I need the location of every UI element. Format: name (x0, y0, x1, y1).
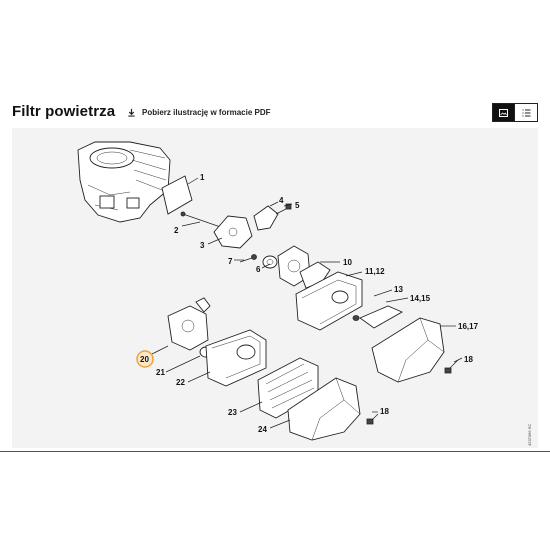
callout-23: 23 (228, 408, 237, 417)
callout-20: 20 (140, 355, 149, 364)
callout-11-12: 11,12 (365, 267, 385, 276)
page-title: Filtr powietrza (12, 103, 116, 120)
callout-22: 22 (176, 378, 185, 387)
download-pdf-label: Pobierz ilustrację w formacie PDF (142, 108, 271, 117)
download-pdf-link[interactable]: Pobierz ilustrację w formacie PDF (127, 108, 270, 117)
callout-labels: 1 2 3 4 5 6 7 10 11,12 13 14,15 16,17 18… (140, 173, 479, 434)
part-flange (299, 261, 331, 289)
highlight-circle (136, 350, 154, 368)
callout-21: 21 (156, 368, 165, 377)
callout-18-lower: 18 (380, 407, 389, 416)
callout-10: 10 (343, 258, 352, 267)
callout-5: 5 (295, 201, 300, 210)
list-view-button[interactable] (515, 103, 538, 122)
callout-6: 6 (256, 265, 261, 274)
callout-18-upper: 18 (464, 355, 473, 364)
image-view-button[interactable] (492, 103, 515, 122)
part-lever (253, 205, 279, 231)
callout-4: 4 (279, 196, 284, 205)
part-filter-pad (359, 305, 404, 329)
callout-3: 3 (200, 241, 205, 250)
engine-housing (77, 141, 171, 223)
part-cover-upper (371, 317, 445, 383)
list-view-icon (522, 109, 530, 116)
part-cover-lower (287, 377, 361, 441)
part-bracket (213, 215, 253, 249)
part-gasket (161, 175, 193, 215)
leader-lines (151, 177, 463, 429)
callout-1: 1 (200, 173, 205, 182)
part-washer (352, 315, 360, 321)
part-filter-housing (295, 271, 363, 331)
callout-16-17: 16,17 (458, 322, 479, 331)
image-view-icon (499, 108, 508, 117)
callout-24: 24 (258, 425, 267, 434)
view-toggle (492, 103, 538, 122)
reference-code: 4237066 SC (527, 424, 532, 446)
callout-7: 7 (228, 257, 233, 266)
page-header: Filtr powietrza Pobierz ilustrację w for… (12, 103, 538, 127)
divider (0, 451, 550, 452)
part-gasket-ring (262, 255, 278, 269)
part-filter-base (205, 329, 267, 387)
part-carburetor-lower (167, 305, 209, 351)
callout-2: 2 (174, 226, 179, 235)
download-icon (128, 108, 135, 117)
callout-14-15: 14,15 (410, 294, 431, 303)
callout-13: 13 (394, 285, 403, 294)
